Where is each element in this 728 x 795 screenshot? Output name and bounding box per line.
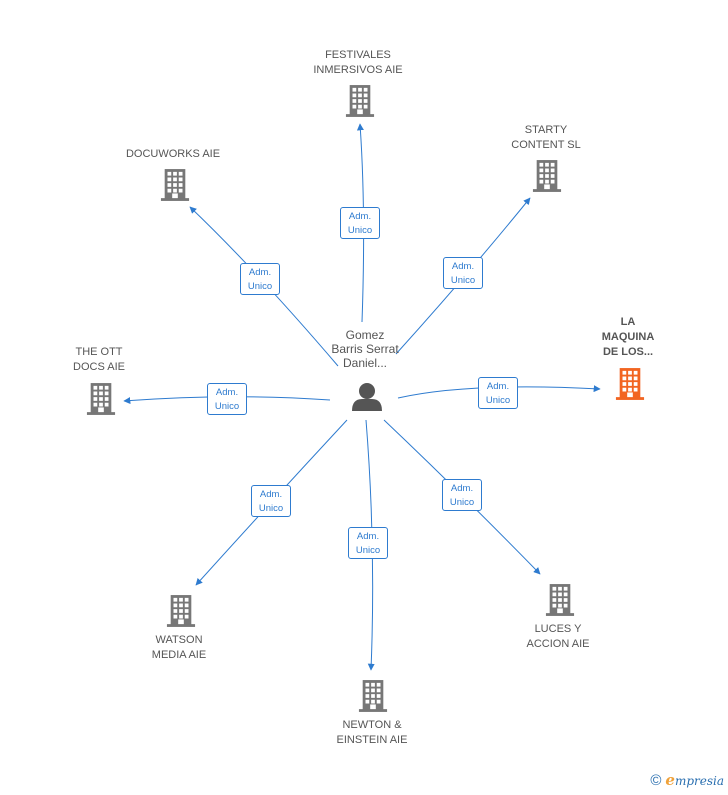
company-label-docuworks[interactable]: DOCUWORKS AIE [125, 148, 221, 160]
building-icon-festivales[interactable] [345, 85, 375, 117]
building-icon-docuworks[interactable] [160, 169, 190, 201]
role-badge-docuworks[interactable]: Adm. Unico [240, 263, 280, 295]
brand-initial: e [665, 771, 675, 789]
center-person-name[interactable]: Gomez Barris Serrat Daniel... [331, 328, 399, 370]
company-label-festivales[interactable]: FESTIVALES INMERSIVOS AIE [313, 49, 403, 76]
copyright-icon: © [650, 771, 662, 789]
company-label-ottdocs[interactable]: THE OTT DOCS AIE [73, 346, 125, 373]
role-badge-ottdocs[interactable]: Adm. Unico [207, 383, 247, 415]
building-icon-maquina[interactable] [615, 368, 645, 400]
footer-brand: ©empresia [650, 771, 724, 789]
company-label-newton[interactable]: NEWTON & EINSTEIN AIE [336, 719, 408, 746]
person-icon [352, 383, 382, 411]
company-label-maquina[interactable]: LA MAQUINA DE LOS... [601, 316, 655, 358]
company-label-watson[interactable]: WATSON MEDIA AIE [151, 634, 207, 661]
building-icon-luces[interactable] [545, 584, 575, 616]
role-badge-watson[interactable]: Adm. Unico [251, 485, 291, 517]
building-icon-newton[interactable] [358, 680, 388, 712]
role-badge-festivales[interactable]: Adm. Unico [340, 207, 380, 239]
building-icon-ottdocs[interactable] [86, 383, 116, 415]
company-label-starty[interactable]: STARTY CONTENT SL [511, 124, 581, 151]
role-badge-luces[interactable]: Adm. Unico [442, 479, 482, 511]
role-badge-starty[interactable]: Adm. Unico [443, 257, 483, 289]
company-label-luces[interactable]: LUCES Y ACCION AIE [526, 623, 590, 650]
brand-name: mpresia [674, 774, 724, 788]
role-badge-maquina[interactable]: Adm. Unico [478, 377, 518, 409]
building-icon-watson[interactable] [166, 595, 196, 627]
role-badge-newton[interactable]: Adm. Unico [348, 527, 388, 559]
building-icon-starty[interactable] [532, 160, 562, 192]
